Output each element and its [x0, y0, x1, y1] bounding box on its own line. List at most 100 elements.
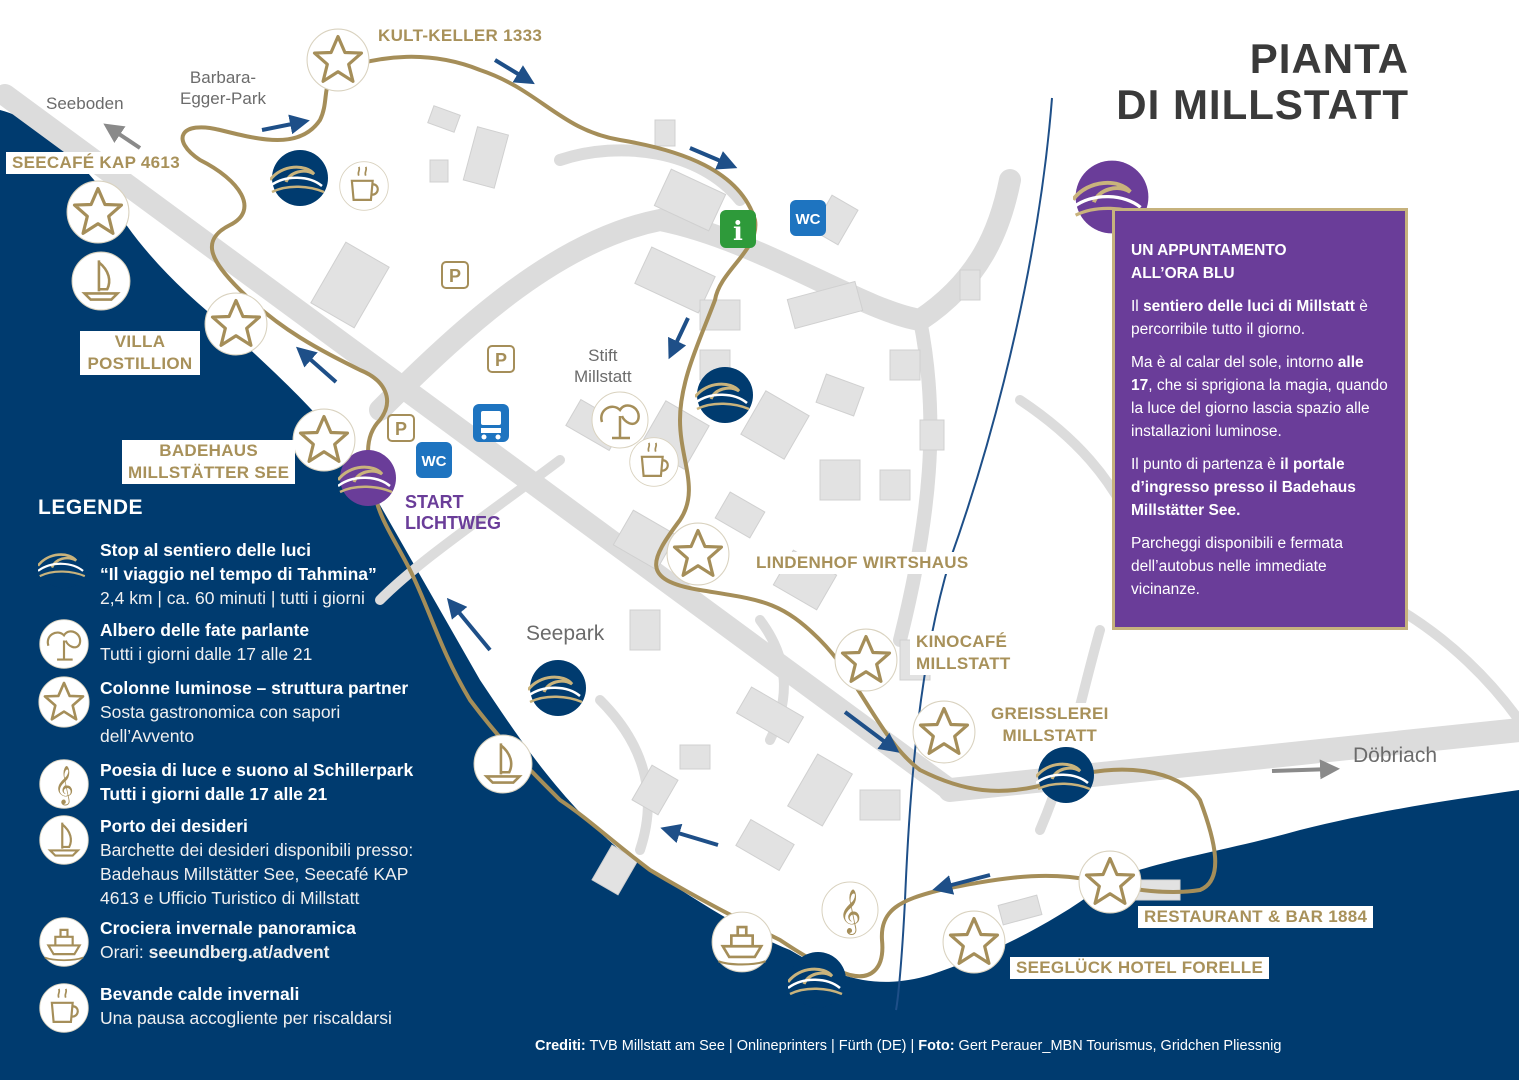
star-icon [834, 628, 898, 692]
legend-title: Crociera invernale panoramica [100, 918, 356, 938]
villa-line-1: VILLA [114, 332, 166, 351]
wc-label-2: WC [422, 453, 447, 470]
light-trail-route [180, 54, 1218, 979]
legend-desc: Tutti i giorni dalle 17 alle 21 [100, 644, 313, 664]
trail-stop-icon [270, 148, 330, 208]
parking-icon: P P P [387, 261, 515, 442]
legend-title: Albero delle fate parlante [100, 620, 310, 640]
coffee-cup-icon [628, 436, 680, 488]
stift-line-1: Stift [588, 346, 618, 365]
label-seeboden: Seeboden [46, 94, 124, 113]
info-box-heading: UN APPUNTAMENTO ALL’ORA BLU [1131, 239, 1389, 285]
label-kult-keller: KULT-KELLER 1333 [378, 26, 543, 45]
parking-label-1: P [449, 266, 461, 286]
title-line-2: DI MILLSTATT [1116, 81, 1409, 128]
badehaus-line-2: MILLSTÄTTER SEE [128, 463, 290, 482]
wc-icon: WC WC [416, 200, 826, 478]
legend-title-2: Tutti i giorni dalle 17 alle 21 [100, 784, 328, 804]
legend-title: Bevande calde invernali [100, 984, 300, 1004]
star-icon [942, 910, 1006, 974]
star-icon [306, 28, 370, 92]
sailboat-icon [38, 814, 90, 866]
coffee-cup-icon [38, 982, 90, 1034]
sailboat-icon [472, 733, 534, 795]
cruise-link[interactable]: seeundberg.at/advent [148, 942, 330, 962]
label-lindenhof: LINDENHOF WIRTSHAUS [750, 552, 975, 574]
star-icon [912, 700, 976, 764]
direction-arrows [261, 58, 991, 895]
info-paragraph-4: Parcheggi disponibili e fermata dell’aut… [1131, 535, 1343, 598]
kinocafe-line-2: MILLSTATT [916, 654, 1011, 673]
music-note-icon [39, 759, 89, 809]
info-label: i [733, 217, 743, 247]
legend-title: Poesia di luce e suono al Schillerpark [100, 760, 414, 780]
label-villa-postillion: VILLA POSTILLION [80, 331, 200, 375]
start-line-1: START [405, 492, 464, 512]
kinocafe-line-1: KINOCAFÉ [916, 632, 1008, 651]
villa-line-2: POSTILLION [87, 354, 193, 373]
info-paragraph-3: Il punto di partenza è il portale d’ingr… [1131, 456, 1356, 519]
wave-stop-icon [38, 538, 90, 590]
label-stift-millstatt: Stift Millstatt [574, 345, 632, 387]
legend-desc: Una pausa accogliente per riscaldarsi [100, 1008, 392, 1028]
stift-line-2: Millstatt [574, 367, 632, 386]
legend-desc: 2,4 km | ca. 60 minuti | tutti i giorni [100, 588, 365, 608]
label-seepark: Seepark [526, 622, 605, 645]
star-icon [204, 292, 268, 356]
ship-icon [38, 916, 90, 968]
info-paragraph-1: Il sentiero delle luci di Millstatt è pe… [1131, 298, 1368, 338]
star-icon [1078, 850, 1142, 914]
label-barbara-park: Barbara- Egger-Park [180, 67, 266, 109]
greisslerei-line-1: GREISSLEREI [991, 704, 1109, 723]
star-icon [66, 180, 130, 244]
label-seecafe: SEECAFÉ KAP 4613 [6, 152, 186, 174]
legend: LEGENDE Stop al sentiero delle luci “Il … [38, 496, 458, 1034]
trail-stop-icon [1036, 745, 1096, 805]
barbara-line-2: Egger-Park [180, 89, 266, 108]
coffee-cup-icon [338, 160, 390, 212]
exit-arrows [103, 123, 1340, 780]
info-box: UN APPUNTAMENTO ALL’ORA BLU Il sentiero … [1112, 208, 1408, 630]
sailboat-icon [70, 250, 132, 312]
legend-heading: LEGENDE [38, 496, 144, 519]
legend-title: Stop al sentiero delle luci [100, 540, 312, 560]
buildings [310, 105, 1181, 926]
legend-title: Porto dei desideri [100, 816, 248, 836]
badehaus-line-1: BADEHAUS [159, 441, 259, 460]
credits: Crediti: TVB Millstatt am See | Onlinepr… [535, 1038, 1282, 1054]
lake [0, 110, 1519, 1080]
music-note-icon [821, 881, 879, 939]
parking-label-2: P [495, 350, 507, 370]
greisslerei-line-2: MILLSTATT [1002, 726, 1098, 745]
info-heading-line-2: ALL’ORA BLU [1131, 265, 1235, 282]
label-badehaus: BADEHAUS MILLSTÄTTER SEE [122, 440, 296, 484]
fairy-tree-icon [38, 618, 90, 670]
start-line-2: LICHTWEG [405, 513, 501, 533]
label-seeglueck: SEEGLÜCK HOTEL FORELLE [1010, 957, 1270, 979]
start-label: START LICHTWEG [405, 492, 501, 534]
legend-title-2: “Il viaggio nel tempo di Tahmina” [100, 564, 377, 584]
legend-desc: Sosta gastronomica con sapori dell’Avven… [100, 702, 341, 746]
label-kinocafe: KINOCAFÉ MILLSTATT [910, 631, 1017, 675]
barbara-line-1: Barbara- [189, 68, 257, 87]
star-icon [38, 676, 90, 728]
star-icon [292, 408, 356, 472]
wc-label-1: WC [796, 211, 821, 228]
legend-desc: Barchette dei desideri disponibili press… [100, 840, 414, 908]
legend-desc: Orari: seeundberg.at/advent [100, 942, 330, 962]
page-title: PIANTA DI MILLSTATT [1116, 36, 1409, 128]
info-heading-line-1: UN APPUNTAMENTO [1131, 242, 1287, 259]
fairy-tree-icon [590, 390, 650, 450]
label-restaurant: RESTAURANT & BAR 1884 [1138, 906, 1374, 928]
trail-stop-icon [528, 658, 588, 718]
legend-title: Colonne luminose – struttura partner [100, 678, 409, 698]
info-icon: i [720, 210, 756, 248]
title-line-1: PIANTA [1249, 35, 1409, 82]
bus-icon [473, 404, 509, 442]
star-icon [666, 522, 730, 586]
stream [895, 97, 1053, 1011]
label-greisslerei: GREISSLEREI MILLSTATT [985, 703, 1115, 747]
label-doebriach: Döbriach [1353, 744, 1438, 767]
ship-icon [710, 910, 774, 974]
info-paragraph-2: Ma è al calar del sole, intorno alle 17,… [1131, 354, 1388, 440]
